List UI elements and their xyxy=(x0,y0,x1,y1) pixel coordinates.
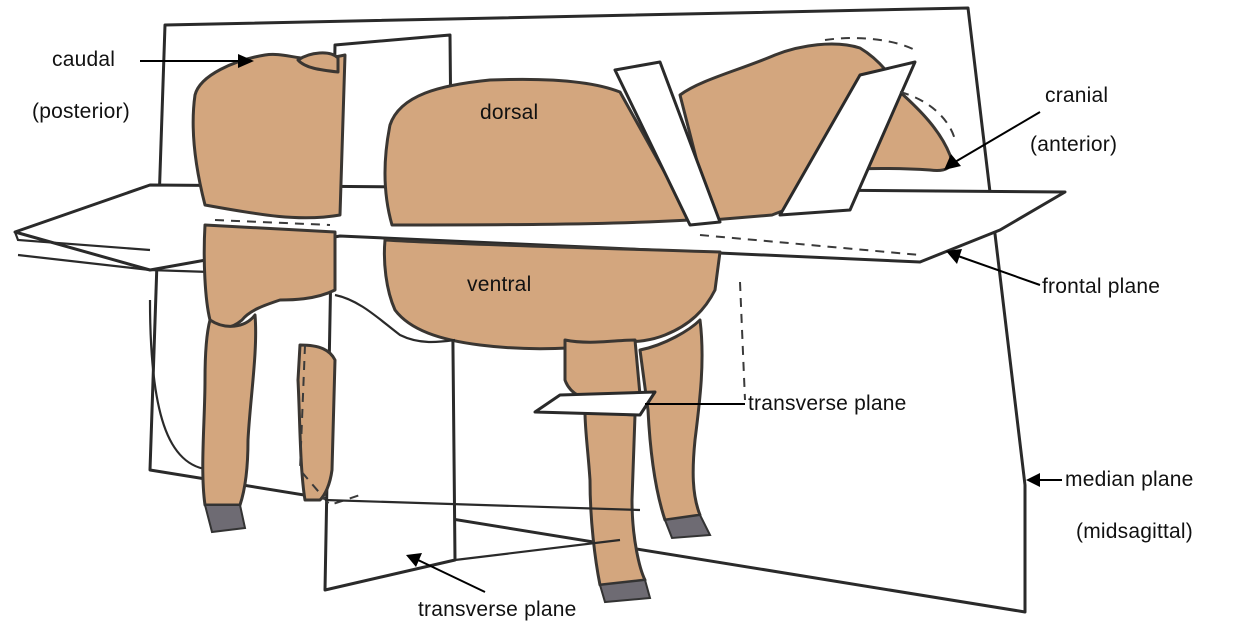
label-anterior: (anterior) xyxy=(1030,133,1117,157)
label-frontal-plane: frontal plane xyxy=(1042,275,1160,299)
label-posterior: (posterior) xyxy=(32,100,130,124)
label-transverse-plane-mid: transverse plane xyxy=(748,392,906,416)
label-ventral: ventral xyxy=(467,273,531,297)
label-median-plane: median plane xyxy=(1065,468,1194,492)
cow-belly-front xyxy=(384,240,720,349)
label-midsagittal: (midsagittal) xyxy=(1076,520,1193,544)
label-cranial: cranial xyxy=(1045,84,1108,108)
cow-hindquarter xyxy=(193,54,345,217)
label-caudal: caudal xyxy=(52,48,115,72)
label-transverse-plane-bottom: transverse plane xyxy=(418,598,576,622)
label-dorsal: dorsal xyxy=(480,101,538,125)
